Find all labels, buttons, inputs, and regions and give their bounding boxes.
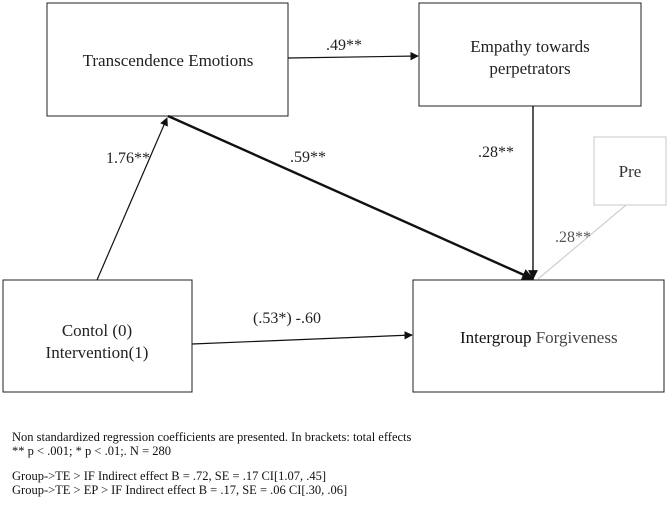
box-transcendence-emotions (46, 2, 289, 117)
path-diagram: Transcendence Emotions Empathy towards p… (2, 2, 667, 393)
arrow-pre-to-if (537, 204, 627, 280)
note-significance: ** p < .001; * p < .01;. N = 280 (12, 444, 171, 458)
label-pre: Pre (619, 162, 642, 181)
diagram-notes: Non standardized regression coefficients… (12, 430, 662, 497)
arrow-te-to-ep (287, 51, 419, 61)
arrow-cond-to-te (96, 117, 168, 281)
coef-pre-to-if: .28** (555, 229, 591, 246)
coef-te-to-ep: .49** (326, 37, 362, 54)
coef-ep-to-if: .28** (478, 144, 514, 161)
coef-cond-to-if: (.53*) -.60 (253, 310, 321, 327)
box-pre (593, 136, 667, 206)
box-intergroup-forgiveness (412, 279, 665, 393)
arrow-te-to-if (167, 114, 535, 281)
label-condition-line1: Contol (0) (62, 321, 132, 340)
label-transcendence-emotions: Transcendence Emotions (83, 51, 254, 70)
arrow-cond-to-if (191, 331, 413, 345)
note-indirect-te: Group->TE > IF Indirect effect B = .72, … (12, 469, 327, 483)
label-empathy-line2: perpetrators (489, 59, 570, 78)
label-intergroup: Intergroup (460, 328, 531, 347)
note-indirect-te-ep: Group->TE > EP > IF Indirect effect B = … (12, 483, 348, 497)
label-empathy-line1: Empathy towards (470, 37, 589, 56)
note-coefficients: Non standardized regression coefficients… (12, 430, 412, 444)
coef-te-to-if: .59** (290, 149, 326, 166)
coef-cond-to-te: 1.76** (106, 150, 150, 167)
label-condition-line2: Intervention(1) (46, 343, 149, 362)
label-forgiveness: Forgiveness (531, 328, 617, 347)
label-intergroup-forgiveness: Intergroup Forgiveness (460, 328, 618, 347)
box-empathy (418, 2, 642, 107)
